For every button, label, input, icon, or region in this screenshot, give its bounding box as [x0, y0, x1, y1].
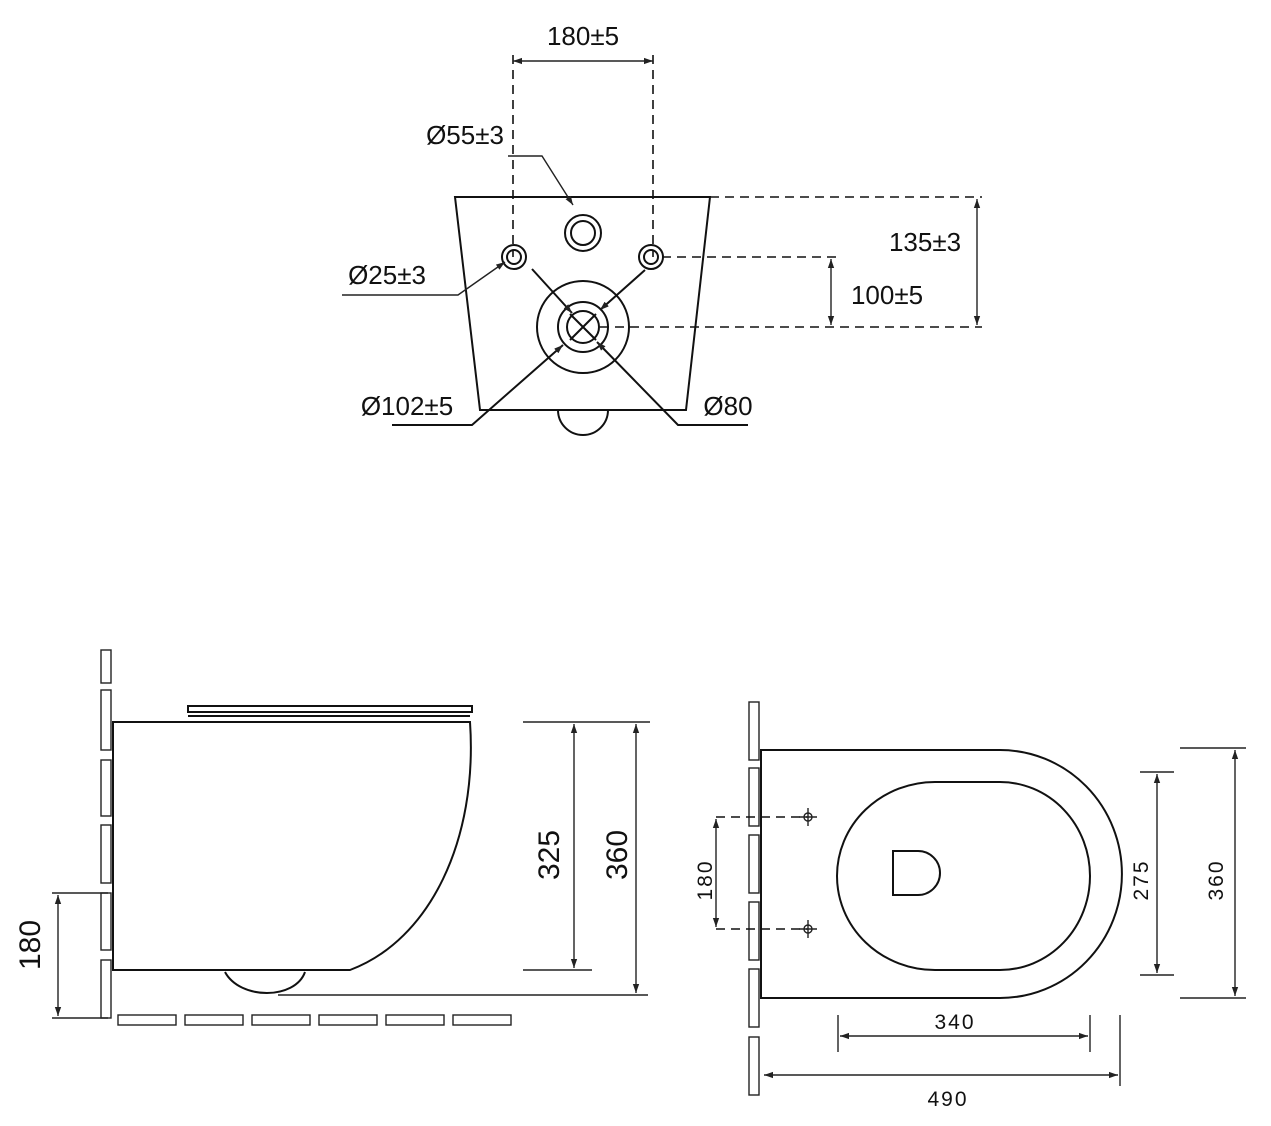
water-inlet-inner [570, 220, 596, 246]
label-outlet-inner-diameter: Ø80 [703, 391, 752, 421]
label-bolt-hole-diameter: Ø25±3 [348, 260, 426, 290]
outlet-inner-circle [566, 310, 600, 344]
bowl-outline [760, 749, 1123, 999]
water-inlet-outer [564, 214, 602, 252]
leader-inlet [508, 155, 574, 206]
bowl-opening [836, 781, 1091, 971]
label-hole-spacing: 180±5 [547, 21, 619, 51]
seat-lid [187, 705, 473, 717]
bolt-hole-right-inner [643, 249, 659, 265]
outlet-spigot [224, 971, 306, 994]
label-inlet-diameter: Ø55±3 [426, 120, 504, 150]
top-view: 180 275 360 340 490 [694, 701, 1246, 1111]
bolt-mark-bottom [799, 920, 817, 938]
label-bolt-height-side: 180 [14, 920, 47, 970]
outlet-cross-b [569, 313, 597, 341]
leader-bolt-hole [342, 261, 506, 296]
label-bowl-height: 325 [533, 830, 566, 880]
label-bolt-spacing: 180 [694, 859, 717, 900]
label-total-height: 360 [601, 830, 634, 880]
wall-top [748, 701, 760, 1096]
label-seat-length: 340 [934, 1011, 975, 1034]
label-inlet-height: 135±3 [889, 227, 961, 257]
leader-outlet-outer [392, 344, 564, 426]
bolt-hole-left-inner [506, 249, 522, 265]
outlet-outer-circle [536, 280, 630, 374]
bowl-profile [112, 721, 472, 971]
bolt-hole-right-outer [638, 244, 664, 270]
floor [117, 1014, 512, 1026]
leader-outlet-inner [596, 341, 748, 426]
rear-view: 180±5 Ø55±3 Ø25±3 Ø102±5 Ø80 135±3 100±5 [342, 21, 982, 436]
bolt-mark-top [799, 808, 817, 826]
rear-outline [453, 196, 712, 411]
label-outlet-outer-diameter: Ø102±5 [361, 391, 453, 421]
wall [100, 649, 112, 1019]
outlet-bump [557, 409, 609, 436]
drain-hole [892, 850, 941, 896]
label-bolt-height: 100±5 [851, 280, 923, 310]
label-total-length: 490 [927, 1088, 968, 1111]
arrow-outlet-a [531, 268, 573, 314]
label-total-width: 360 [1205, 859, 1228, 900]
side-view: 325 360 180 [14, 649, 650, 1026]
label-seat-width: 275 [1130, 859, 1153, 900]
bolt-hole-left-outer [501, 244, 527, 270]
arrow-outlet-b [599, 269, 646, 311]
